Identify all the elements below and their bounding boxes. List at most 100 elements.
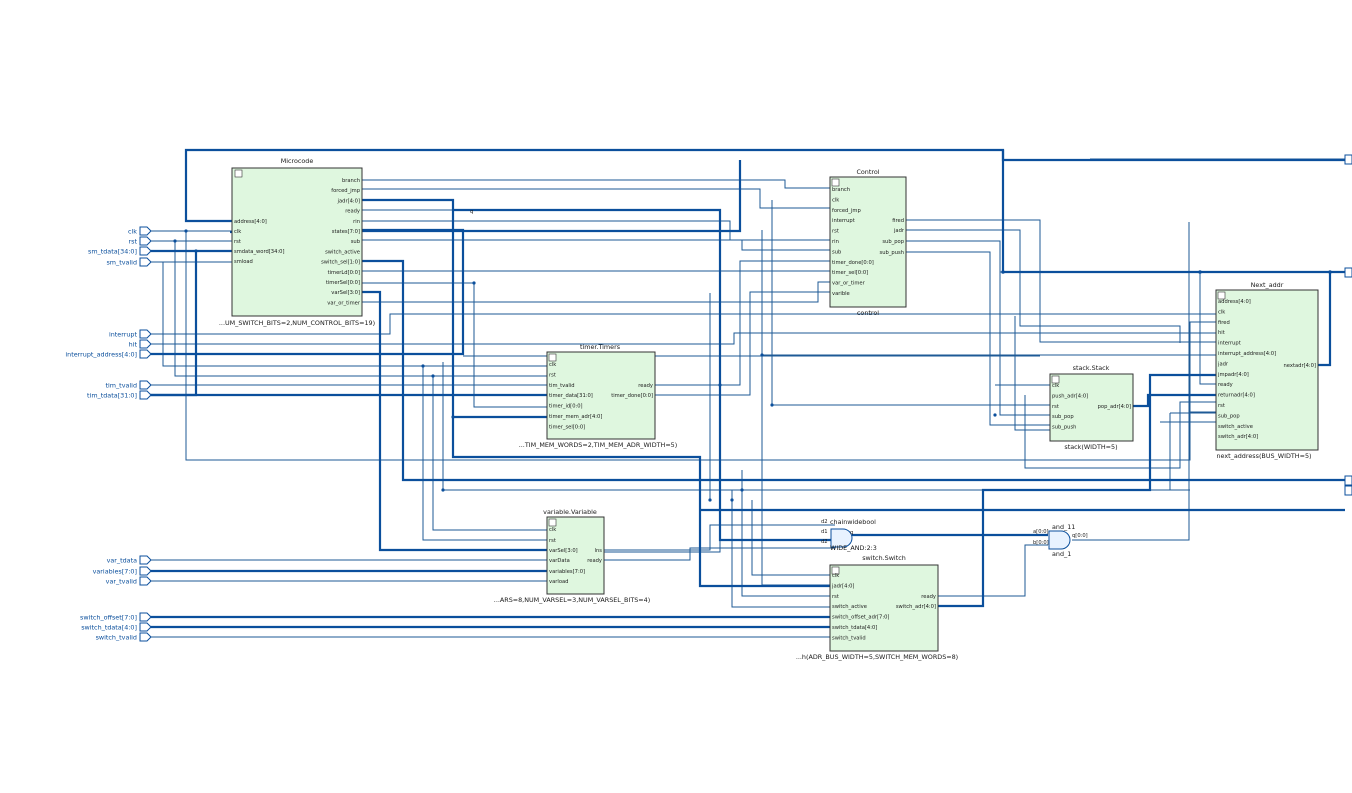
pin-label: varData (549, 558, 570, 564)
pin-label: switch_active (832, 604, 867, 610)
pin-label: hit (1218, 330, 1225, 336)
pin-label: states[7:0] (332, 229, 360, 235)
output-ports (1344, 154, 1352, 496)
input-port-label: tim_tdata[31:0] (87, 391, 137, 399)
input-port-rst[interactable] (139, 236, 152, 246)
input-port-label: switch_tdata[4:0] (81, 623, 137, 631)
input-port-label: variables[7:0] (93, 567, 137, 575)
block-microcode[interactable]: Microcode ...UM_SWITCH_BITS=2,NUM_CONTRO… (219, 157, 375, 327)
block-params: ...h(ADR_BUS_WIDTH=5,SWITCH_MEM_WORDS=8) (796, 653, 958, 661)
input-port-tim-tvalid[interactable] (139, 380, 152, 390)
pin-label: branch (342, 178, 360, 184)
pin-label: sub_pop (1052, 414, 1074, 420)
pin-label: rst (234, 239, 241, 245)
gate-pin: d2 (821, 519, 828, 525)
block-title: stack.Stack (1073, 364, 1110, 372)
input-port-label: tim_tvalid (105, 381, 137, 389)
pin-label: rin (832, 239, 839, 245)
block-title: variable.Variable (543, 508, 597, 516)
input-port-hit[interactable] (139, 339, 152, 349)
block-expand-icon[interactable] (234, 169, 243, 178)
input-port-sm-tvalid[interactable] (139, 257, 152, 267)
pin-label: interrupt (1218, 341, 1241, 347)
block-title: Next_addr (1251, 281, 1284, 289)
pin-label: switch_tdata[4:0] (832, 625, 877, 631)
gate-sub: WIDE_AND:2:3 (830, 544, 877, 552)
pin-label: timerSel[0:0] (326, 280, 360, 286)
gate-and[interactable]: and_11 and_1 a[0:0] b[0:0] q[0:0] (1033, 523, 1088, 558)
pin-label: ready (587, 558, 602, 564)
pin-label: timerLd[0:0] (328, 270, 360, 276)
block-expand-icon[interactable] (548, 518, 557, 527)
input-port-label: switch_tvalid (96, 633, 137, 641)
gate-pin: d1 (821, 529, 828, 535)
pin-label: rin (353, 219, 360, 225)
input-port-sm-tdata-34-0[interactable] (139, 246, 152, 256)
input-port-switch-tvalid[interactable] (139, 632, 152, 642)
left-pins: address[4:0]clkrstsmdata_word[34:0]smloa… (234, 219, 284, 265)
pin-label: smload (234, 259, 253, 265)
block-title: switch.Switch (862, 554, 906, 562)
block-expand-icon[interactable] (831, 178, 840, 187)
input-port-label: rst (129, 237, 138, 245)
block-params: ...TIM_MEM_WORDS=2,TIM_MEM_ADR_WIDTH=5) (519, 441, 678, 449)
input-port-label: sm_tdata[34:0] (88, 247, 137, 255)
input-port-var-tvalid[interactable] (139, 576, 152, 586)
block-params: stack(WIDTH=5) (1064, 443, 1117, 451)
pin-label: push_adr[4:0] (1052, 393, 1088, 399)
pin-label: rst (1052, 404, 1059, 410)
block-params: ...ARS=8,NUM_VARSEL=3,NUM_VARSEL_BITS=4) (494, 596, 650, 604)
pin-label: sub_push (880, 250, 904, 256)
gate-out: q[0:0] (1072, 533, 1088, 539)
pin-label: forced_jmp (832, 208, 861, 214)
input-port-interrupt-address-4-0[interactable] (139, 349, 152, 359)
input-port-variables-7-0[interactable] (139, 566, 152, 576)
pin-label: fired (1218, 320, 1230, 326)
input-port-tim-tdata-31-0[interactable] (139, 390, 152, 400)
pin-label: var_or_timer (327, 300, 361, 306)
block-expand-icon[interactable] (831, 566, 840, 575)
pin-label: timer_done[0:0] (832, 260, 874, 266)
pin-label: varload (549, 579, 568, 585)
pin-label: switch_adr[4:0] (896, 604, 936, 610)
block-expand-icon[interactable] (1217, 291, 1226, 300)
pin-label: jadr (1217, 361, 1229, 367)
block-expand-icon[interactable] (1051, 375, 1060, 384)
block-next-addr[interactable]: Next_addr next_address(BUS_WIDTH=5) addr… (1215, 281, 1319, 460)
output-port[interactable] (1344, 154, 1352, 165)
block-stack[interactable]: stack.Stack stack(WIDTH=5) clkpush_adr[4… (1049, 364, 1134, 451)
gate-pin: b[0:0] (1033, 540, 1049, 546)
input-port-clk[interactable] (139, 226, 152, 236)
gate-chainwidebool[interactable]: chainwidebool WIDE_AND:2:3 d2 d1 d2 q (821, 518, 877, 552)
output-port[interactable] (1344, 485, 1352, 496)
input-port-label: hit (129, 340, 138, 348)
pin-label: timer_data[31:0] (549, 393, 593, 399)
gate-title: and_11 (1052, 523, 1075, 531)
output-port[interactable] (1344, 475, 1352, 486)
pin-label: clk (234, 229, 241, 235)
pin-label: timer_id[0:0] (549, 404, 583, 410)
pin-label: timer_done[0:0] (611, 393, 653, 399)
block-expand-icon[interactable] (548, 353, 557, 362)
pin-label: sub_push (1052, 425, 1076, 431)
pin-label: varSel[3:0] (549, 548, 578, 554)
block-timer[interactable]: timer.Timers ...TIM_MEM_WORDS=2,TIM_MEM_… (519, 343, 678, 449)
input-port-switch-offset-7-0[interactable] (139, 612, 152, 622)
input-port-var-tdata[interactable] (139, 555, 152, 565)
block-control[interactable]: Control control branchclkforced_jmpinter… (829, 168, 907, 317)
block-variable[interactable]: variable.Variable ...ARS=8,NUM_VARSEL=3,… (494, 508, 650, 604)
pin-label: jadr[4:0] (831, 583, 854, 589)
block-title: Control (856, 168, 879, 176)
input-port-interrupt[interactable] (139, 329, 152, 339)
pin-label: timer_sel[0:0] (549, 424, 585, 430)
output-port[interactable] (1344, 267, 1352, 278)
block-switch[interactable]: switch.Switch ...h(ADR_BUS_WIDTH=5,SWITC… (796, 554, 958, 661)
pin-label: clk (549, 362, 556, 368)
gate-pin: d2 (821, 539, 828, 545)
pin-label: switch_active (325, 249, 360, 255)
input-port-switch-tdata-4-0[interactable] (139, 622, 152, 632)
